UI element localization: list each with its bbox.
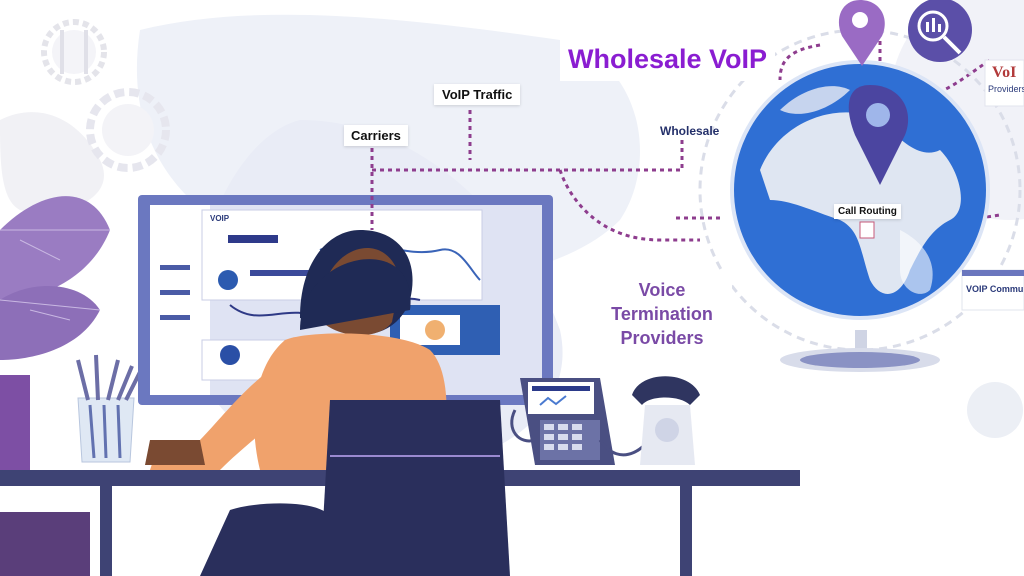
pencil-cup xyxy=(76,354,142,463)
location-pin-icon xyxy=(848,85,909,185)
screen-header-text: VOIP xyxy=(210,214,230,223)
plant xyxy=(0,196,110,475)
wholesale-label: Wholesale xyxy=(660,124,720,138)
voice-termination-providers-label: Voice Termination Providers xyxy=(592,272,732,356)
carriers-label: Carriers xyxy=(344,125,408,146)
chair xyxy=(200,400,510,576)
side-card-top-title: VoI xyxy=(992,64,1017,81)
phone-handset xyxy=(632,376,700,465)
call-routing-label: Call Routing xyxy=(834,204,901,219)
desk-phone xyxy=(510,378,662,465)
side-card-bottom-title: VOIP Communic xyxy=(966,284,1024,294)
analytics-badge-icon xyxy=(908,0,972,62)
side-card-top-subtitle: Providers xyxy=(988,84,1024,94)
decorative-gears xyxy=(41,19,170,172)
top-pin-icon xyxy=(838,0,885,66)
globe xyxy=(698,28,1022,372)
page-title: Wholesale VoIP xyxy=(560,38,776,81)
voip-traffic-label: VoIP Traffic xyxy=(434,84,521,105)
